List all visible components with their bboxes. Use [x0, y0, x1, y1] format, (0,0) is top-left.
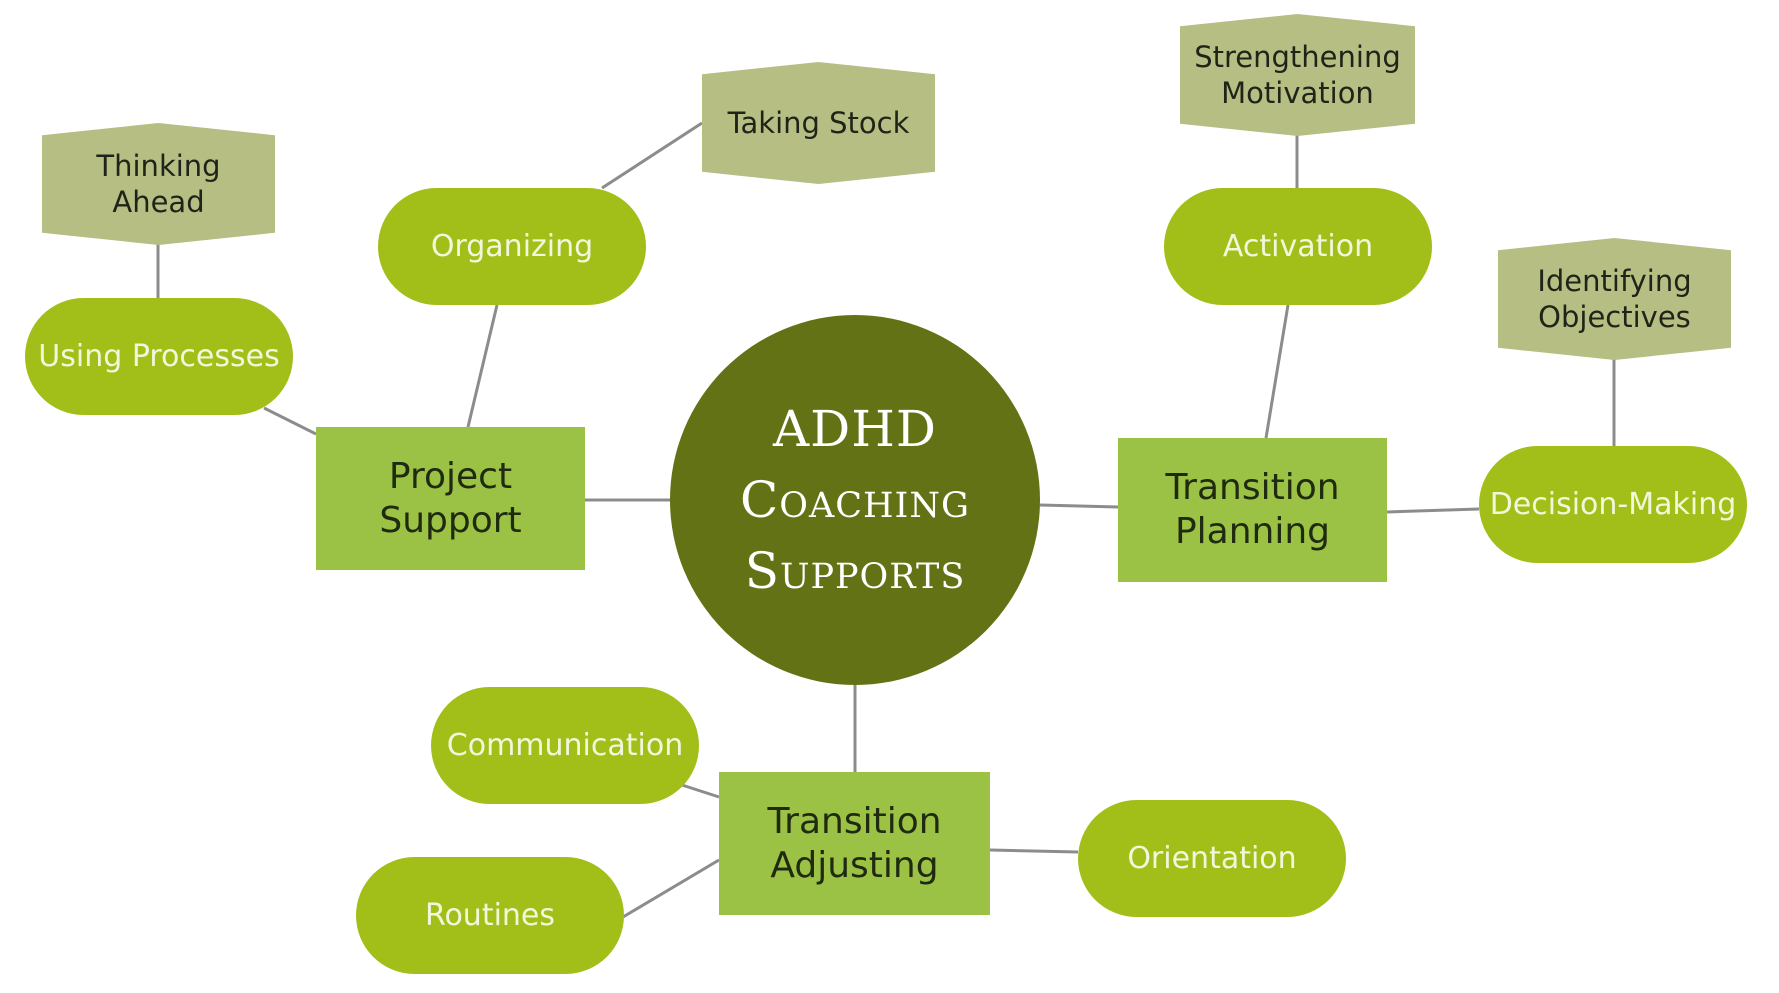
subtopic-orientation: Orientation: [1078, 800, 1346, 917]
branch-project-support: Project Support: [316, 427, 585, 570]
subtopic-routines-label: Routines: [424, 898, 556, 933]
connector-transition-planning-activation: [1264, 304, 1290, 439]
subtopic-orientation-label: Orientation: [1127, 841, 1297, 876]
branch-transition-adjusting-label: Transition Adjusting: [767, 800, 942, 886]
subtopic-routines: Routines: [356, 857, 624, 974]
subtopic-decision-making: Decision-Making: [1479, 446, 1747, 563]
detail-thinking-ahead-label: Thinking Ahead: [96, 149, 221, 219]
subtopic-activation: Activation: [1164, 188, 1432, 305]
center-node: ADHD Coaching Supports: [670, 315, 1040, 685]
connector-project-support-using-processes: [263, 406, 317, 436]
branch-transition-adjusting: Transition Adjusting: [719, 772, 990, 915]
connector-project-support-organizing: [466, 304, 499, 428]
subtopic-activation-label: Activation: [1222, 229, 1374, 264]
subtopic-organizing: Organizing: [378, 188, 646, 305]
detail-identifying-objectives-label: Identifying Objectives: [1537, 264, 1692, 334]
detail-strengthening-motivation: Strengthening Motivation: [1180, 14, 1415, 136]
connector-organizing-taking-stock: [601, 121, 703, 190]
connector-transition-adjusting-communication: [681, 783, 720, 799]
detail-thinking-ahead: Thinking Ahead: [42, 123, 275, 245]
detail-identifying-objectives: Identifying Objectives: [1498, 238, 1731, 360]
detail-taking-stock-label: Taking Stock: [727, 106, 910, 140]
branch-project-support-label: Project Support: [379, 455, 522, 541]
subtopic-communication: Communication: [431, 687, 699, 804]
connector-transition-adjusting-routines: [622, 858, 720, 919]
connector-transition-planning-decision-making: [1386, 507, 1480, 514]
center-title: ADHD Coaching Supports: [740, 399, 970, 600]
connector-transition-adjusting-orientation: [989, 848, 1079, 854]
detail-taking-stock: Taking Stock: [702, 62, 935, 184]
subtopic-using-processes-label: Using Processes: [38, 339, 280, 374]
branch-transition-planning: Transition Planning: [1118, 438, 1387, 582]
subtopic-using-processes: Using Processes: [25, 298, 293, 415]
detail-strengthening-motivation-label: Strengthening Motivation: [1194, 40, 1401, 110]
subtopic-communication-label: Communication: [446, 728, 684, 763]
connector-center-transition-planning: [1039, 503, 1119, 509]
branch-transition-planning-label: Transition Planning: [1165, 467, 1340, 552]
subtopic-decision-making-label: Decision-Making: [1489, 487, 1737, 522]
subtopic-organizing-label: Organizing: [430, 229, 594, 264]
